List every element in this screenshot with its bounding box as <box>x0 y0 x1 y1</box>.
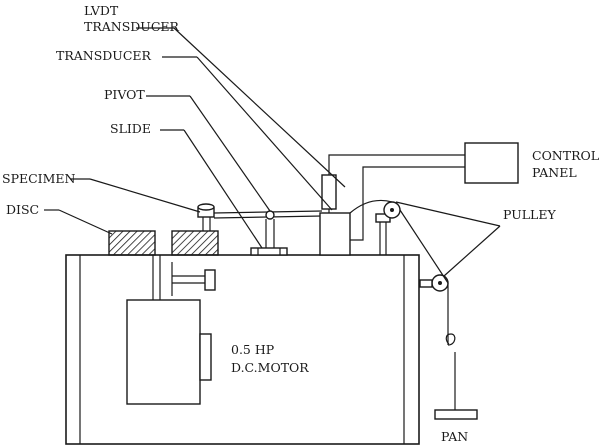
motor-label-type: D.C.MOTOR <box>231 360 309 375</box>
motor-end-cap <box>199 333 212 381</box>
dc-motor: 0.5 HP D.C.MOTOR <box>126 299 309 405</box>
transducer <box>319 212 351 256</box>
adjusting-bolt <box>171 262 216 296</box>
label-disc: DISC <box>6 202 39 217</box>
cord-diagonal <box>399 209 449 284</box>
weight-pan: PAN <box>434 333 478 444</box>
control-panel-label-2: PANEL <box>532 165 577 180</box>
label-slide: SLIDE <box>110 121 151 136</box>
cord-top <box>349 199 393 214</box>
pulley-leader-1 <box>395 201 501 227</box>
label-lvdt-2: TRANSDUCER <box>84 19 180 34</box>
motor-label-hp: 0.5 HP <box>231 342 274 357</box>
support-post <box>375 213 391 255</box>
slide <box>250 247 288 256</box>
label-specimen: SPECIMEN <box>2 171 76 186</box>
pivot-post <box>265 210 275 248</box>
pulley-label: PULLEY <box>503 207 556 222</box>
control-panel-label-1: CONTROL <box>532 148 599 163</box>
drive-shaft <box>152 255 161 300</box>
machine-frame <box>65 254 420 445</box>
pan-label: PAN <box>441 429 468 444</box>
label-leaders <box>44 27 346 249</box>
specimen-holder <box>197 203 215 231</box>
pulley-system: PULLEY <box>349 199 556 345</box>
component-labels: LVDT TRANSDUCER TRANSDUCER PIVOT SLIDE S… <box>2 3 180 217</box>
disc <box>108 230 219 256</box>
control-panel: CONTROL PANEL <box>464 142 599 184</box>
hook <box>445 333 456 346</box>
label-transducer: TRANSDUCER <box>56 48 152 63</box>
label-pivot: PIVOT <box>104 87 145 102</box>
signal-wires <box>328 154 465 241</box>
pulley-leader-2 <box>443 225 501 277</box>
label-lvdt-1: LVDT <box>84 3 119 18</box>
